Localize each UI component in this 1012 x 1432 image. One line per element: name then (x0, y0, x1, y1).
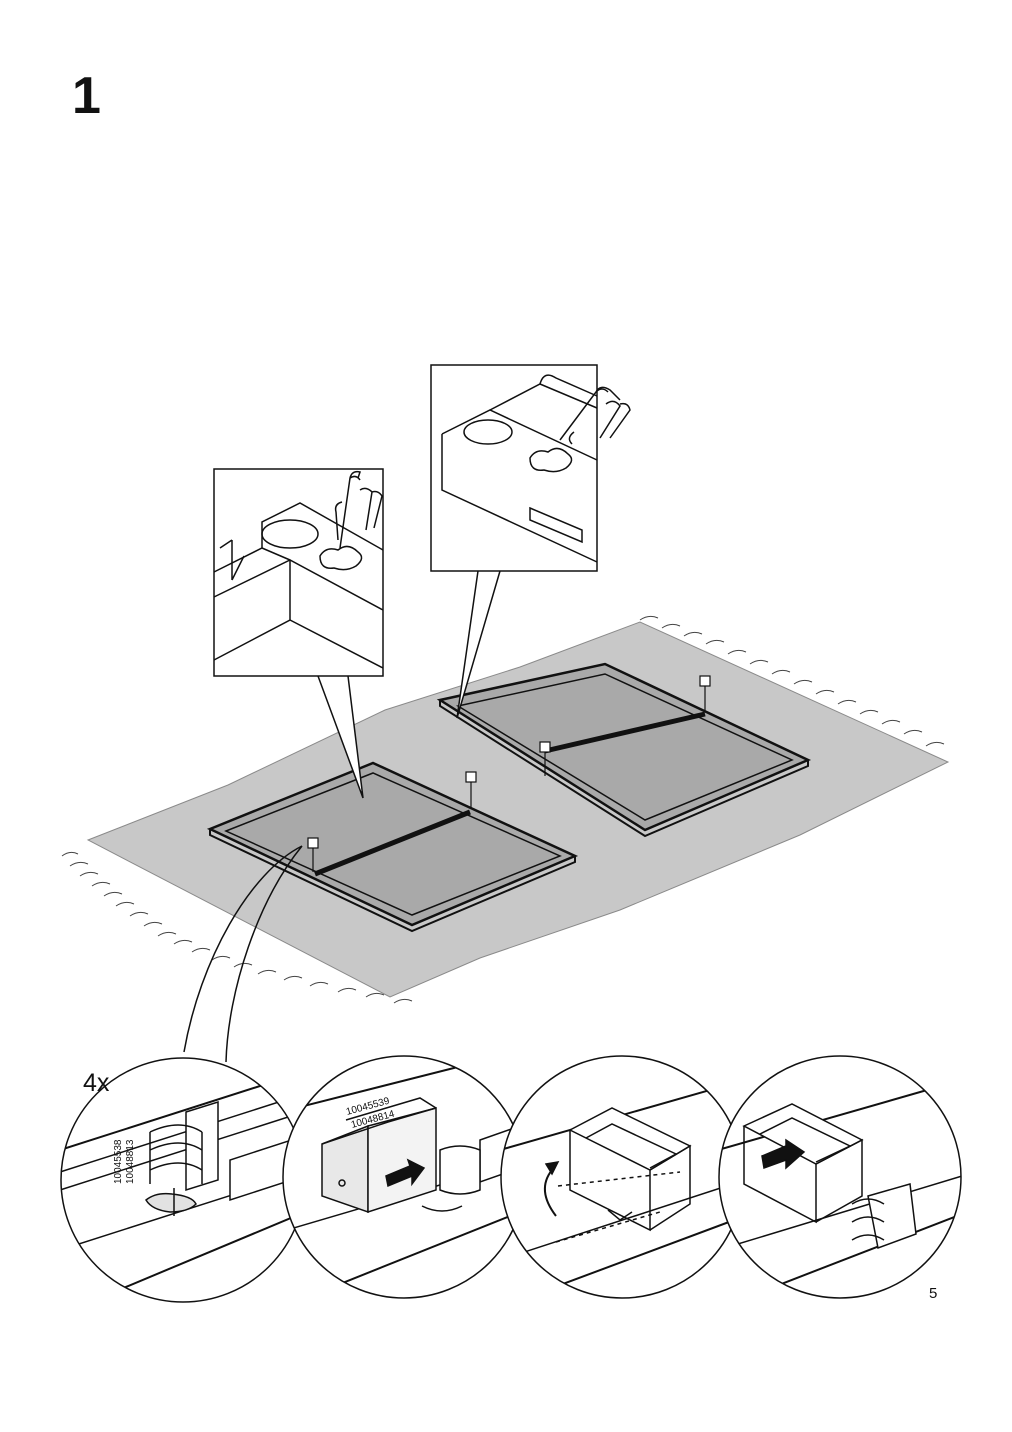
right-frame-connector-1 (699, 675, 711, 712)
detail-circle-4 (718, 1055, 962, 1299)
left-frame-connector-2 (307, 837, 319, 872)
right-frame-connector-2 (539, 741, 551, 776)
detail-circle-2 (282, 1055, 526, 1299)
page-number: 5 (929, 1285, 938, 1302)
left-frame (206, 761, 579, 933)
part-code-vertical-1: 10045538 (113, 1139, 124, 1184)
quantity-label: 4x (83, 1069, 110, 1097)
rug-fringe-left (61, 851, 413, 1004)
left-frame-connector-1 (465, 771, 477, 808)
zoom-link (183, 845, 303, 1063)
callout-right (430, 364, 631, 719)
step-number: 1 (72, 67, 101, 125)
callout-left (213, 468, 384, 799)
rug (61, 615, 950, 1004)
part-code-vertical-2: 10048813 (125, 1139, 136, 1184)
rug-fringe-right (639, 615, 945, 747)
detail-circle-3 (500, 1055, 744, 1299)
right-frame (436, 662, 812, 838)
